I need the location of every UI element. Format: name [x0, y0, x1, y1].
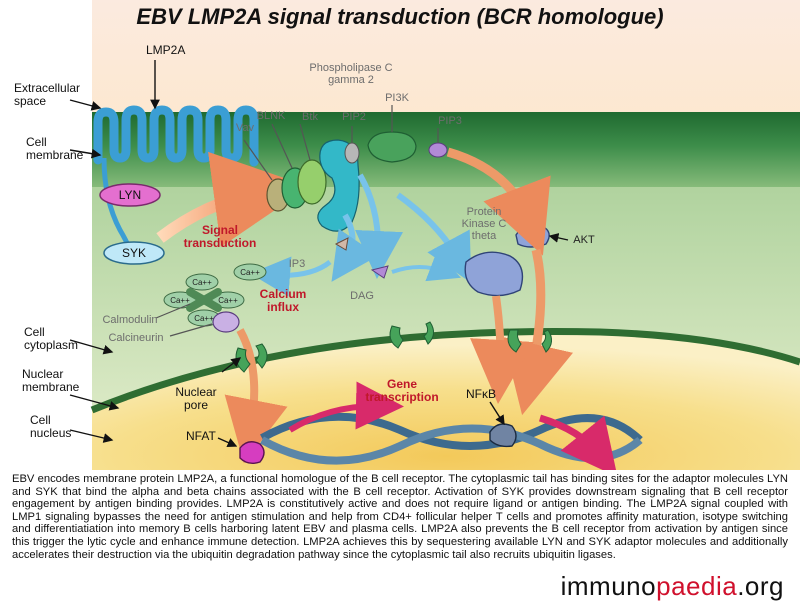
ca-arrow	[250, 256, 332, 297]
extracellular-region	[92, 0, 800, 125]
nuclear-pore-label: Nuclear pore	[175, 385, 217, 412]
extracellular-space-label: Extracellular space	[14, 81, 81, 108]
transcription-output-arrow	[538, 414, 618, 470]
akt-label: AKT	[573, 234, 595, 246]
pointer-vav	[243, 139, 273, 181]
pointer-blnk	[271, 123, 293, 169]
figure-caption: EBV encodes membrane protein LMP2A, a fu…	[12, 473, 788, 561]
syk-label: SYK	[122, 246, 146, 260]
calcium-influx-label: Calcium influx	[259, 287, 307, 314]
dag-to-pkc-arrow	[391, 251, 461, 282]
svg-text:Ca++: Ca++	[192, 278, 212, 287]
blnk-label: BLNK	[256, 110, 286, 122]
pointer-cell-membrane	[69, 148, 102, 159]
cell-membrane-label: Cell membrane	[26, 135, 84, 162]
pointer-btk	[299, 123, 311, 161]
pointer-extracellular	[69, 99, 102, 111]
lmp2a-pathway-diagram: LYN SYK Ca++ Ca++ Ca++ Ca++ C	[69, 0, 800, 470]
pointer-nfkb	[489, 401, 505, 426]
diagram-title: EBV LMP2A signal transduction (BCR homol…	[136, 4, 664, 29]
signal-transduction-arrow	[156, 151, 310, 247]
gene-transcription-arrow	[288, 381, 404, 433]
pointer-nuclear-pore	[221, 357, 242, 373]
dag-molecule	[370, 265, 389, 279]
pip2-label: PIP2	[342, 111, 366, 123]
calmodulin-protein	[186, 288, 222, 312]
signal-transduction-label: Signal transduction	[183, 223, 257, 250]
pointer-cytoplasm	[69, 339, 114, 355]
pkc-theta-label: Protein Kinase C theta	[461, 206, 507, 242]
lmp2a-label: LMP2A	[146, 43, 186, 57]
dag-label: DAG	[350, 290, 374, 302]
nuclear-membrane-line	[90, 327, 800, 414]
calmodulin-label: Calmodulin	[102, 314, 158, 326]
svg-text:Ca++: Ca++	[194, 314, 214, 323]
pointer-nfat	[217, 437, 238, 448]
pkc-to-nucleus-arrow	[470, 295, 534, 404]
nfkb-protein	[489, 423, 517, 448]
brand-logo: immunopaedia.org	[558, 571, 786, 601]
nfkb-label: NFκB	[466, 387, 496, 401]
nuclear-membrane-label: Nuclear membrane	[22, 367, 80, 394]
pointer-akt	[548, 233, 569, 243]
pkc-theta-protein	[464, 251, 524, 297]
pi3k-label: PI3K	[385, 92, 409, 104]
syk-adaptor: SYK	[103, 241, 165, 265]
pointer-calmodulin	[155, 303, 191, 319]
btk-label: Btk	[302, 111, 318, 123]
calcineurin-to-nfat-arrow	[224, 328, 288, 464]
lyn-adaptor: LYN	[99, 183, 161, 207]
svg-text:Ca++: Ca++	[170, 296, 190, 305]
calcineurin-protein	[212, 311, 240, 333]
dag-arrow	[355, 173, 404, 279]
plc-gamma2-complex	[266, 139, 360, 232]
calcium-ions: Ca++ Ca++ Ca++ Ca++ Ca++	[163, 263, 267, 327]
nfat-label: NFAT	[186, 429, 216, 443]
ip3-label: IP3	[288, 258, 306, 270]
pointer-nuclear-membrane	[69, 394, 120, 411]
pointer-nucleus	[69, 429, 114, 443]
pi3k-protein	[367, 131, 417, 163]
vav-label: Vav	[235, 122, 255, 134]
calcineurin-label: Calcineurin	[108, 332, 164, 344]
cell-cytoplasm-label: Cell cytoplasm	[24, 325, 79, 352]
svg-text:Ca++: Ca++	[218, 296, 238, 305]
cell-nucleus-label: Cell nucleus	[30, 413, 72, 440]
plc-gamma2-label: Phospholipase C gamma 2	[309, 62, 393, 86]
btk-protein	[297, 159, 327, 205]
pointer-calcineurin	[169, 323, 213, 337]
gene-transcription-label: Gene transcription	[365, 377, 439, 404]
svg-text:Ca++: Ca++	[240, 268, 260, 277]
pip3-label: PIP3	[438, 115, 462, 127]
lyn-label: LYN	[119, 188, 141, 202]
nuclear-pores	[235, 321, 552, 373]
nfat-protein	[239, 441, 265, 465]
pip3-molecule	[428, 142, 448, 158]
ip3-molecule	[334, 237, 349, 251]
pip2-molecule	[344, 142, 360, 164]
pip3-to-akt-arrow	[446, 147, 551, 256]
ip3-arrow	[331, 213, 379, 282]
